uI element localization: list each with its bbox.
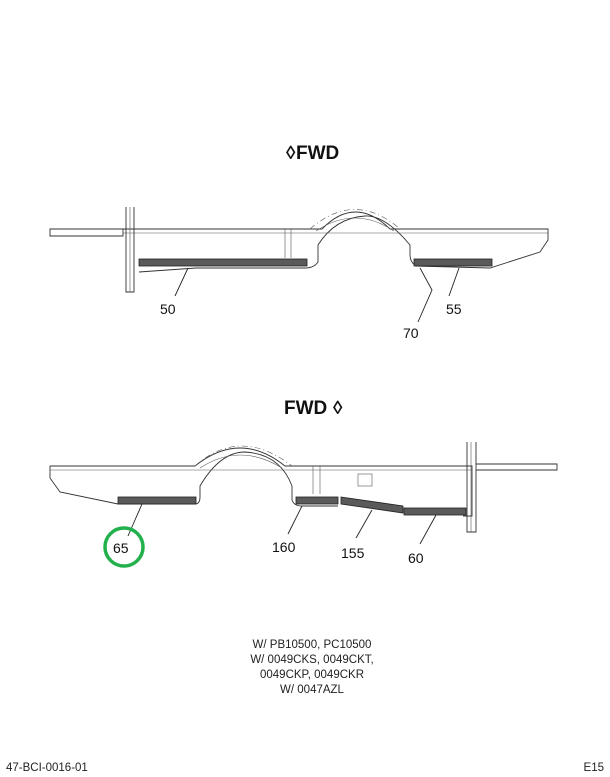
leader-160	[287, 505, 303, 535]
leader-155	[355, 509, 373, 539]
callout-70: 70	[403, 325, 419, 341]
leader-60	[419, 514, 437, 545]
top-wheel-arch-inner	[315, 217, 395, 232]
top-view: ◊ FWD 50 70 55	[49, 143, 549, 341]
callout-55: 55	[446, 301, 462, 317]
top-pad-55	[413, 258, 493, 267]
callout-65: 65	[113, 540, 129, 556]
bottom-fender-outline	[49, 451, 338, 507]
bottom-wheel-arch-dashed	[194, 445, 293, 467]
leader-55	[448, 267, 460, 297]
bottom-view: FWD ◊ 65 160 155 60	[49, 398, 558, 568]
callout-50: 50	[160, 301, 176, 317]
callout-155: 155	[341, 545, 365, 561]
top-fwd-arrow: ◊	[286, 143, 296, 164]
note-line-2: W/ 0049CKS, 0049CKT,	[250, 654, 373, 666]
note-line-3: 0049CKP, 0049CKR	[260, 669, 364, 681]
bottom-pad-60	[403, 507, 467, 516]
top-fwd-label: FWD	[296, 143, 339, 164]
top-mount-bracket	[49, 228, 124, 237]
drawing-number: 47-BCI-0016-01	[6, 762, 88, 774]
bottom-fwd-label: FWD	[284, 398, 327, 419]
highlight-circle	[103, 526, 145, 568]
top-pad-50	[138, 258, 308, 267]
bottom-pad-155	[340, 496, 404, 514]
leader-50	[174, 267, 189, 297]
note-line-1: W/ PB10500, PC10500	[253, 639, 372, 651]
bottom-pad-160	[295, 496, 339, 505]
bottom-mount-bracket	[476, 463, 558, 471]
top-fender-outline	[123, 211, 549, 273]
bottom-cutout	[357, 473, 373, 487]
bottom-pad-65	[117, 496, 197, 505]
page-code: E15	[584, 762, 604, 774]
bottom-wheel-arch-inner	[199, 454, 283, 469]
bottom-fwd-arrow: ◊	[333, 398, 343, 419]
leader-70	[417, 267, 433, 323]
applicability-notes: W/ PB10500, PC10500 W/ 0049CKS, 0049CKT,…	[250, 639, 373, 696]
bottom-mount-post	[466, 442, 477, 533]
callout-60: 60	[408, 550, 424, 566]
bottom-fender-outline-top	[50, 447, 473, 517]
note-line-4: W/ 0047AZL	[280, 684, 345, 696]
callout-160: 160	[272, 539, 296, 555]
